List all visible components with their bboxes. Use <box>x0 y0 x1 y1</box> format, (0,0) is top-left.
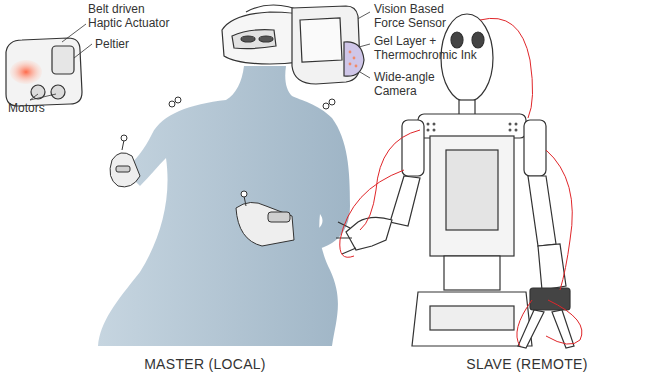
force-sensor <box>292 6 364 84</box>
part-label: Gel Layer + Thermochromic Ink <box>374 34 486 62</box>
haptic-device <box>6 38 82 106</box>
part-label: Wide-angle Camera <box>374 70 452 98</box>
operator-silhouette <box>98 5 350 346</box>
side-caption: MASTER (LOCAL) <box>120 356 290 372</box>
part-label: Vision Based Force Sensor <box>374 2 454 30</box>
leader-lines <box>30 12 370 100</box>
part-label: Belt driven Haptic Actuator <box>88 2 180 30</box>
part-label: Peltier <box>95 37 155 51</box>
part-label: Motors <box>8 101 68 115</box>
sensor-wires <box>340 18 582 346</box>
side-caption: SLAVE (REMOTE) <box>442 356 612 372</box>
robot-avatar <box>336 14 574 348</box>
